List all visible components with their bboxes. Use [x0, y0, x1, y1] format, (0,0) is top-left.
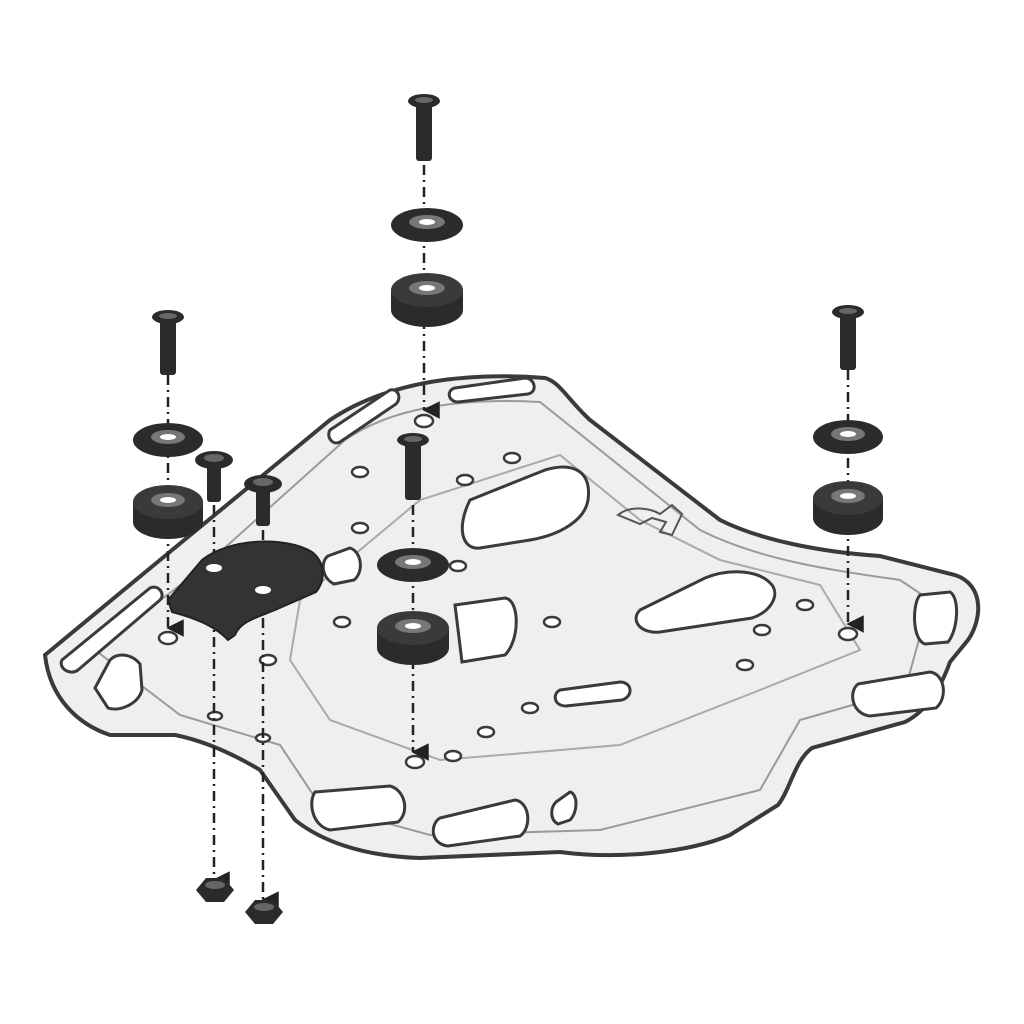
- mounting-hole: [350, 465, 370, 479]
- rubber-washer: [377, 548, 449, 582]
- lock-nut-left: [196, 878, 234, 902]
- rubber-mount-stack-right: [813, 305, 883, 535]
- rubber-mount-stack-center-rear: [391, 94, 463, 327]
- rubber-washer: [133, 423, 203, 457]
- mounting-bolt: [244, 475, 282, 526]
- cutout-window: [460, 465, 590, 550]
- brand-emblem-icon: [616, 503, 684, 537]
- mounting-hole: [752, 623, 772, 637]
- mounting-bolt: [195, 451, 233, 502]
- mounting-hole: [542, 615, 562, 629]
- cutout-slot: [447, 376, 536, 404]
- mounting-hole: [443, 749, 463, 763]
- mounting-hole: [157, 630, 179, 646]
- mounting-hole: [404, 754, 426, 770]
- mounting-bolt: [397, 433, 429, 500]
- rubber-mount-stack-left: [133, 310, 203, 539]
- rack-plate-cutouts: [59, 376, 958, 848]
- adapter-bracket: [166, 451, 324, 642]
- cutout-handle: [93, 653, 144, 711]
- cutout-window: [453, 596, 518, 664]
- cutout-handle: [59, 585, 164, 674]
- rubber-grommet: [133, 485, 203, 539]
- cutout-handle: [310, 784, 407, 832]
- rubber-grommet: [391, 273, 463, 327]
- lock-nut-right: [245, 900, 283, 924]
- cutout-window: [321, 546, 362, 586]
- mounting-hole: [350, 521, 370, 535]
- rack-plate-inner-contour: [288, 453, 862, 762]
- mounting-hole: [502, 451, 522, 465]
- mounting-hole: [837, 626, 859, 642]
- rack-plate: [42, 374, 981, 861]
- mounting-hole: [476, 725, 496, 739]
- mounting-hole: [735, 658, 755, 672]
- mounting-bolt: [832, 305, 864, 370]
- cutout-handle: [550, 790, 578, 826]
- cutout-slot: [327, 388, 401, 445]
- cutout-slot: [553, 680, 632, 708]
- rack-plate-holes: [157, 413, 859, 770]
- rubber-grommet: [813, 481, 883, 535]
- mounting-hole: [448, 559, 468, 573]
- mounting-bolt: [408, 94, 440, 161]
- mounting-bolt: [152, 310, 184, 375]
- rubber-grommet: [377, 611, 449, 665]
- mounting-hole: [332, 615, 352, 629]
- mounting-hole: [455, 473, 475, 487]
- cutout-handle: [851, 670, 945, 718]
- adapter-plate: [166, 540, 324, 642]
- cutout-handle: [431, 798, 530, 848]
- cutout-handle: [913, 590, 958, 646]
- rubber-washer: [813, 420, 883, 454]
- rubber-mount-stack-center-front: [377, 433, 449, 665]
- mounting-hole: [795, 598, 815, 612]
- rubber-washer: [391, 208, 463, 242]
- mounting-hole: [413, 413, 435, 429]
- cutout-window: [634, 570, 777, 634]
- mounting-hole: [520, 701, 540, 715]
